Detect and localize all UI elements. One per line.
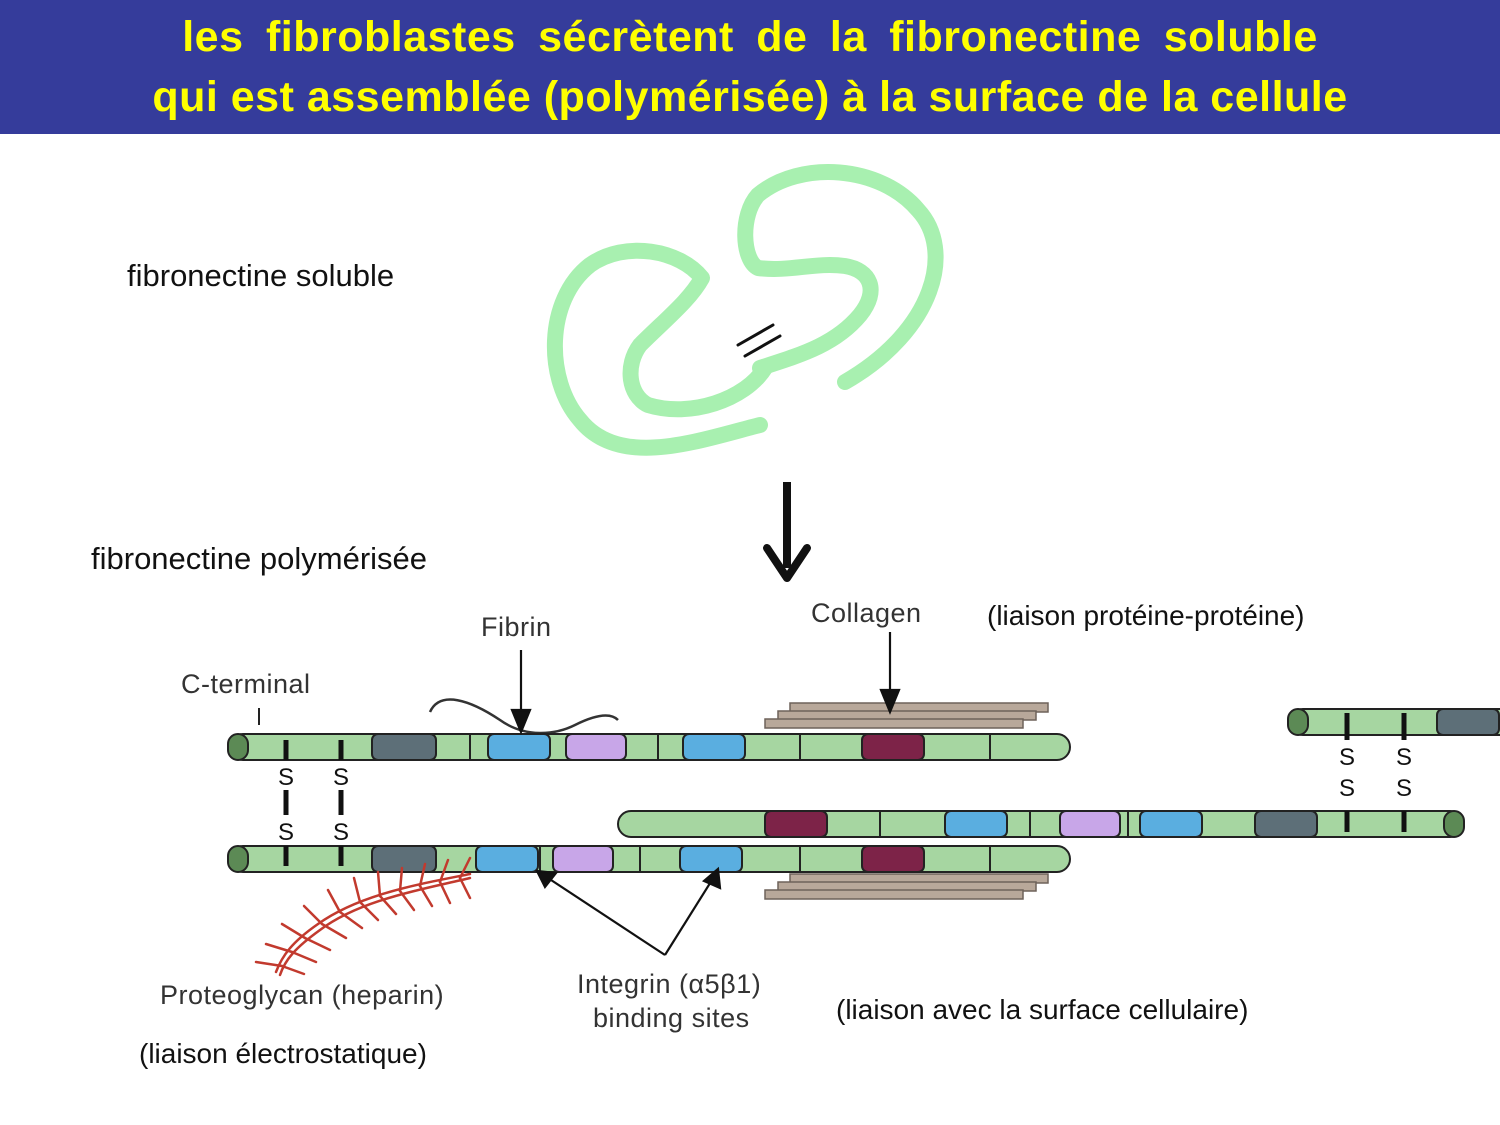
label-surface-note: (liaison avec la surface cellulaire) <box>836 994 1249 1025</box>
label-polymerized: fibronectine polymérisée <box>91 541 428 576</box>
collagen-fibers-top <box>764 702 1049 729</box>
sulfur-label: S <box>1396 775 1412 802</box>
sulfur-label: S <box>1339 744 1355 771</box>
assembly-arrow <box>763 482 811 582</box>
soluble-fibronectin <box>547 164 944 456</box>
fibronectin-strand-1 <box>227 733 1071 761</box>
label-c-terminal: C-terminal <box>181 669 311 699</box>
title-line-2: qui est assemblée (polymérisée) à la sur… <box>152 73 1348 121</box>
fibronectin-strand-4 <box>1287 708 1500 736</box>
sulfur-label: S <box>1339 775 1355 802</box>
disulfide-bridges-right <box>1344 713 1407 832</box>
title-line-1: les fibroblastes sécrètent de la fibrone… <box>182 13 1318 61</box>
label-soluble: fibronectine soluble <box>127 258 395 293</box>
pointer-arrows <box>510 632 901 956</box>
proteoglycan-brush <box>254 856 472 977</box>
disulfide-bridges-left <box>283 740 344 866</box>
label-fibrin: Fibrin <box>481 612 552 642</box>
collagen-fibers-bottom <box>764 873 1049 900</box>
disulfide-labels: S S S S S S S S <box>278 744 1412 846</box>
sulfur-label: S <box>333 764 349 791</box>
sulfur-label: S <box>333 819 349 846</box>
fibrin-strand <box>428 698 619 735</box>
label-electro-note: (liaison électrostatique) <box>139 1038 427 1069</box>
fibronectin-strand-2 <box>227 845 1071 873</box>
sulfur-label: S <box>278 819 294 846</box>
sulfur-label: S <box>1396 744 1412 771</box>
fibronectin-strand-3 <box>617 810 1465 838</box>
label-proteoglycan: Proteoglycan (heparin) <box>160 980 445 1010</box>
title-banner: les fibroblastes sécrètent de la fibrone… <box>0 0 1500 134</box>
label-binding-sites: binding sites <box>593 1003 750 1033</box>
sulfur-label: S <box>278 764 294 791</box>
label-collagen: Collagen <box>811 598 922 628</box>
label-integrin: Integrin (α5β1) <box>577 969 762 999</box>
label-collagen-note: (liaison protéine-protéine) <box>987 600 1305 631</box>
